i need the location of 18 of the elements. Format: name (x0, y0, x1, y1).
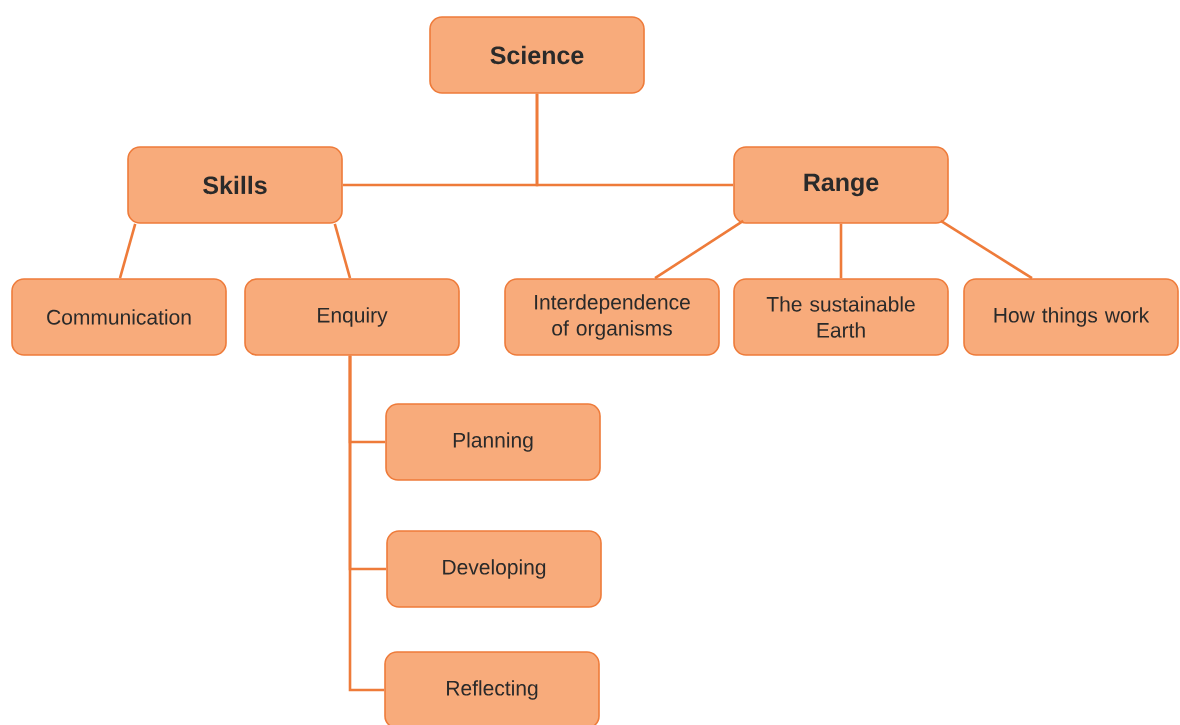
connector-line (654, 219, 744, 280)
connector-line (118, 223, 137, 279)
category-box: Science (429, 16, 645, 94)
category-box: Skills (127, 146, 343, 224)
category-box: How things work (963, 278, 1179, 356)
category-box: Reflecting (384, 651, 600, 725)
connector-line (333, 223, 352, 279)
connector-line (940, 219, 1033, 280)
category-box: Developing (386, 530, 602, 608)
category-box: Communication (11, 278, 227, 356)
connector-line (839, 223, 843, 279)
category-box: Planning (385, 403, 601, 481)
category-box: Interdependence of organisms (504, 278, 720, 356)
connector-line (535, 93, 734, 187)
category-box: Enquiry (244, 278, 460, 356)
category-box: The sustainable Earth (733, 278, 949, 356)
connector-line (348, 355, 385, 692)
category-box: Range (733, 146, 949, 224)
